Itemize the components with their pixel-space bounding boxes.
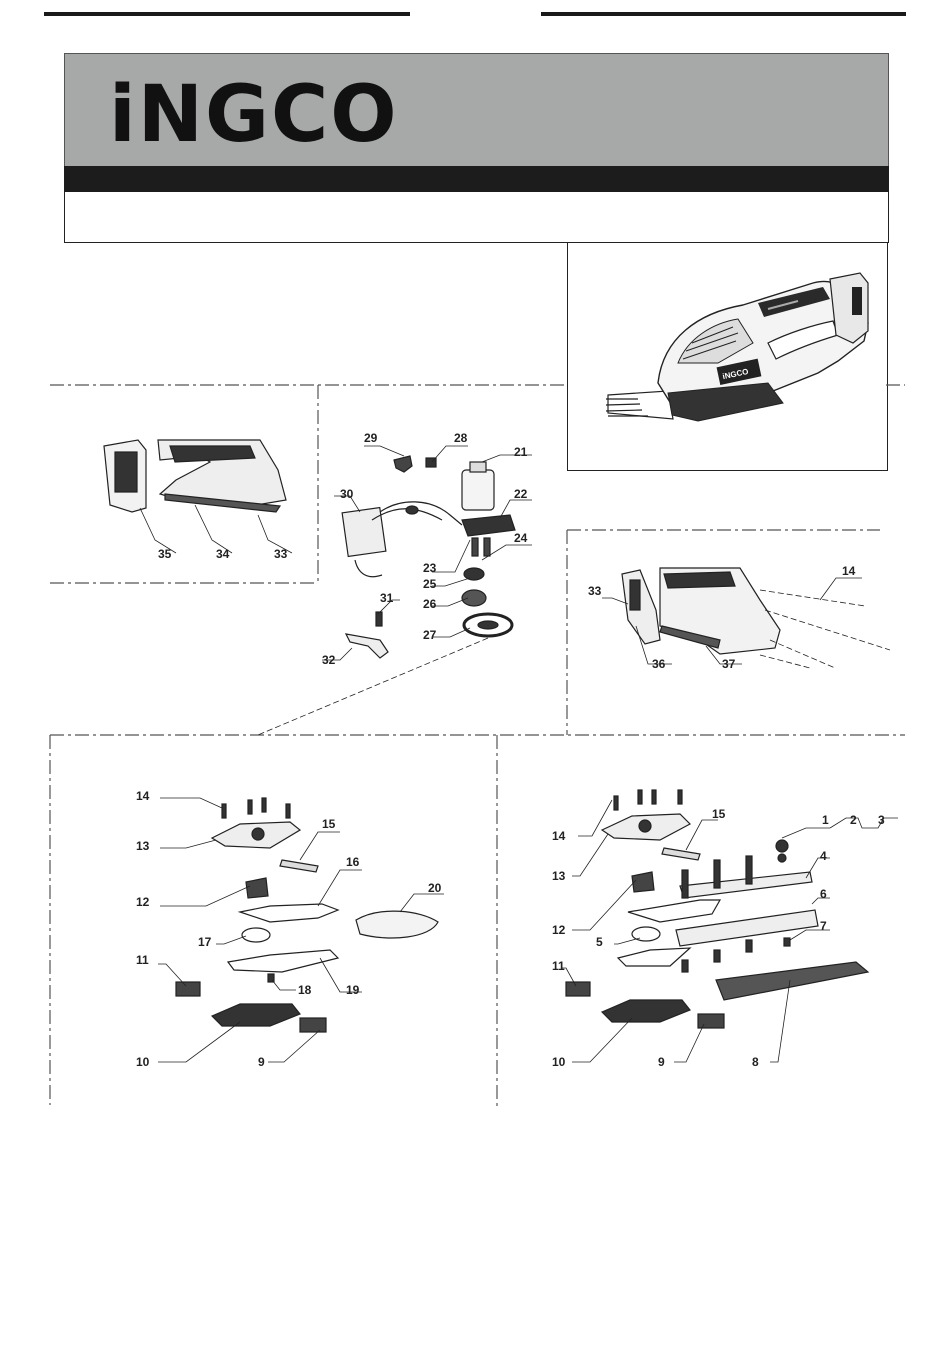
part-label-11a: 11	[136, 953, 149, 967]
part-label-4: 4	[820, 849, 827, 863]
part-label-14c: 14	[842, 564, 856, 578]
part-label-28: 28	[454, 431, 468, 445]
part-label-10a: 10	[136, 1055, 150, 1069]
part-label-20: 20	[428, 881, 442, 895]
part-label-9b: 9	[658, 1055, 665, 1069]
part-label-8: 8	[752, 1055, 759, 1069]
part-label-17: 17	[198, 935, 212, 949]
part-label-15a: 15	[322, 817, 336, 831]
part-label-34: 34	[216, 547, 230, 561]
part-label-31: 31	[380, 591, 394, 605]
part-label-24: 24	[514, 531, 528, 545]
part-label-14a: 14	[136, 789, 150, 803]
leader-lines-housing	[140, 505, 292, 553]
part-label-14b: 14	[552, 829, 566, 843]
part-label-10b: 10	[552, 1055, 566, 1069]
part-label-11b: 11	[552, 959, 565, 973]
part-label-5: 5	[596, 935, 603, 949]
part-label-33b: 33	[588, 584, 602, 598]
housing-group	[104, 440, 286, 512]
part-label-23: 23	[423, 561, 437, 575]
part-label-36: 36	[652, 657, 666, 671]
part-label-26: 26	[423, 597, 437, 611]
part-label-13b: 13	[552, 869, 566, 883]
part-label-22: 22	[514, 487, 528, 501]
part-label-30: 30	[340, 487, 354, 501]
part-label-15b: 15	[712, 807, 726, 821]
part-label-2: 2	[850, 813, 857, 827]
part-label-29: 29	[364, 431, 378, 445]
housing-right-group	[622, 568, 780, 654]
part-label-7: 7	[820, 919, 827, 933]
part-label-12b: 12	[552, 923, 566, 937]
part-label-16: 16	[346, 855, 360, 869]
part-label-13a: 13	[136, 839, 150, 853]
part-label-21: 21	[514, 445, 528, 459]
part-label-35: 35	[158, 547, 172, 561]
part-label-1: 1	[822, 813, 829, 827]
part-label-25: 25	[423, 577, 437, 591]
part-label-3: 3	[878, 813, 885, 827]
part-label-33: 33	[274, 547, 288, 561]
part-label-18: 18	[298, 983, 312, 997]
part-label-27: 27	[423, 628, 437, 642]
part-label-12a: 12	[136, 895, 150, 909]
part-label-6: 6	[820, 887, 827, 901]
part-label-19: 19	[346, 983, 360, 997]
part-label-32: 32	[322, 653, 336, 667]
part-label-37: 37	[722, 657, 736, 671]
part-label-9a: 9	[258, 1055, 265, 1069]
